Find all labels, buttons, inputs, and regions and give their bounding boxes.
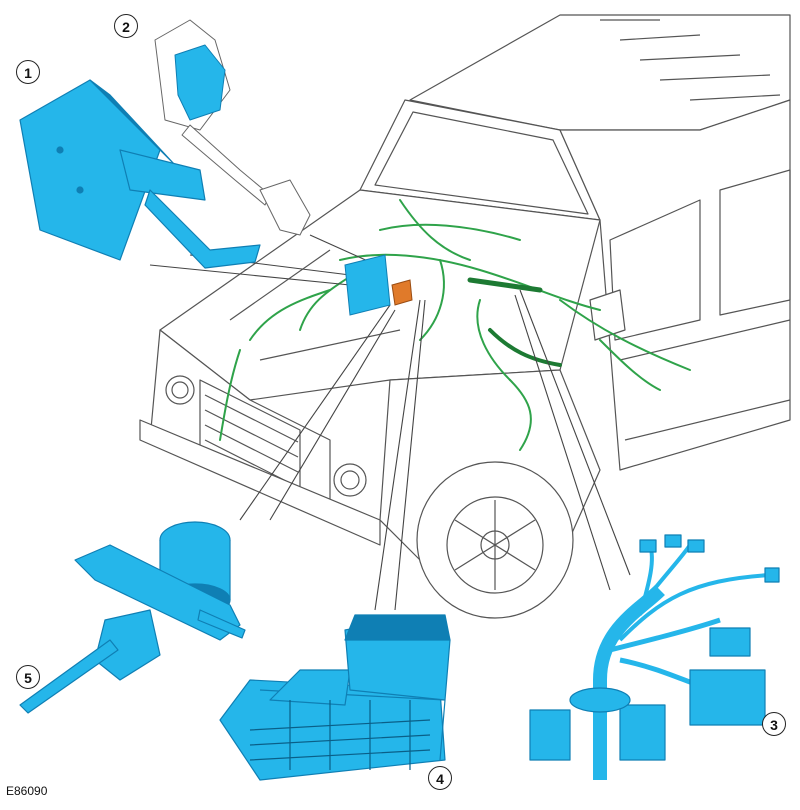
in-vehicle-components bbox=[344, 254, 413, 316]
callout-1: 1 bbox=[16, 60, 40, 84]
accelerator-pedal-icon bbox=[154, 19, 311, 236]
callout-5: 5 bbox=[16, 665, 40, 689]
vehicle-outline-icon bbox=[139, 14, 791, 619]
figure-reference: E86090 bbox=[6, 784, 48, 798]
callout-3: 3 bbox=[762, 712, 786, 736]
fuse-box-icon bbox=[219, 614, 451, 781]
wiring-harness-icon bbox=[529, 534, 780, 780]
pedal-box-icon bbox=[19, 79, 261, 269]
dash-harness bbox=[219, 199, 691, 451]
callout-4: 4 bbox=[428, 766, 452, 790]
clutch-master-cylinder-icon bbox=[19, 521, 246, 714]
callout-2: 2 bbox=[114, 14, 138, 38]
leader-lines bbox=[149, 234, 631, 611]
